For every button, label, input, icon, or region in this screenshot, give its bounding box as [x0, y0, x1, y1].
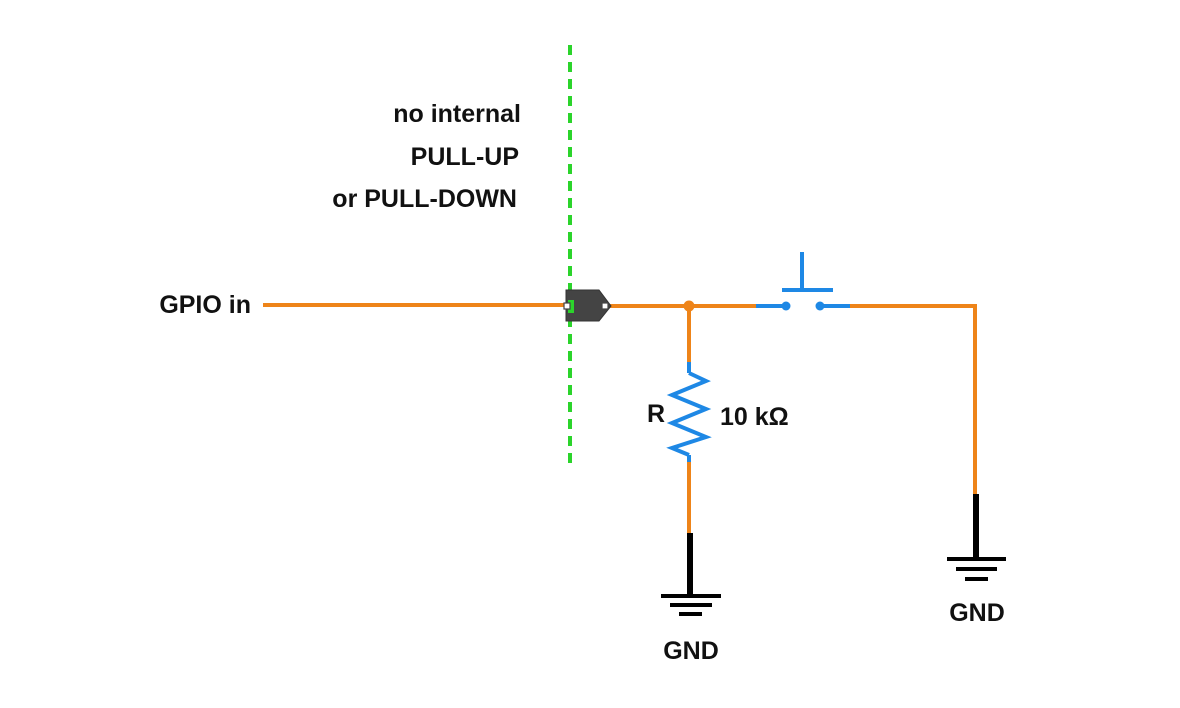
note-line-1: no internal [393, 100, 521, 128]
resistor-name-label: R [647, 400, 665, 428]
ground-symbol-resistor [661, 533, 721, 616]
resistor [666, 362, 712, 462]
note-line-2: PULL-UP [411, 143, 519, 171]
ground-label-resistor: GND [663, 637, 719, 665]
junction-dot [683, 300, 695, 312]
switch-to-ground-wire [850, 304, 977, 496]
ground-label-switch: GND [949, 599, 1005, 627]
ground-symbol-switch [947, 494, 1006, 581]
note-line-3: or PULL-DOWN [332, 185, 517, 213]
push-button-switch [756, 252, 850, 311]
gpio-pin-connector [563, 289, 612, 322]
gpio-in-label: GPIO in [159, 291, 251, 319]
resistor-value-label: 10 kΩ [720, 403, 789, 431]
